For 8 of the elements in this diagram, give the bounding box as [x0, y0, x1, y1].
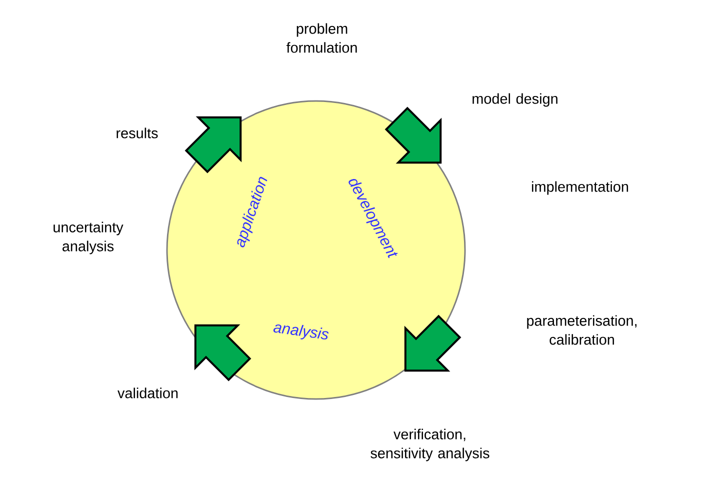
- step-label: model design: [472, 93, 558, 107]
- step-label: parameterisation, calibration: [527, 315, 636, 345]
- phase-label: analysis: [273, 324, 329, 340]
- step-label: validation: [118, 388, 178, 398]
- step-label: implementation: [532, 181, 628, 195]
- step-label: problem formulation: [286, 23, 357, 53]
- step-label: verification, sensitivity analysis: [370, 428, 490, 462]
- step-label: uncertainty analysis: [54, 222, 124, 254]
